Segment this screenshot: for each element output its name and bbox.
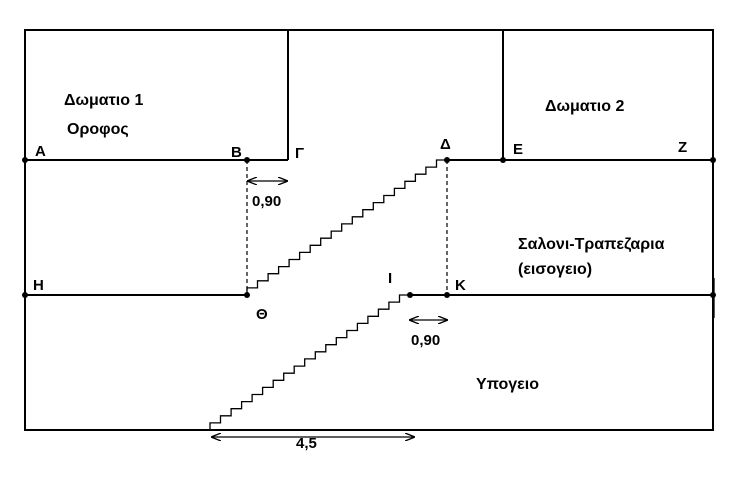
point-label-a: Α bbox=[35, 143, 46, 160]
point-e bbox=[500, 157, 506, 163]
outer-frame bbox=[24, 29, 714, 431]
staircase-upper bbox=[246, 159, 447, 295]
dimension-label-lower: 0,90 bbox=[411, 332, 440, 349]
point-label-e: Ε bbox=[513, 141, 523, 158]
point-right bbox=[710, 292, 716, 298]
room2-label: Δωματιο 2 bbox=[545, 98, 624, 115]
dimension-label-upper: 0,90 bbox=[252, 193, 281, 210]
point-z bbox=[710, 157, 716, 163]
staircase-lower bbox=[209, 294, 410, 430]
point-label-theta: Θ bbox=[256, 306, 268, 323]
living-room-label-line2: (εισογειο) bbox=[518, 261, 592, 278]
point-label-g: Γ bbox=[295, 145, 304, 162]
point-label-h: Η bbox=[33, 277, 44, 294]
basement-label: Υπογειο bbox=[476, 376, 539, 393]
point-b bbox=[244, 157, 250, 163]
point-h bbox=[22, 292, 28, 298]
point-label-z: Ζ bbox=[678, 139, 687, 156]
point-theta bbox=[244, 292, 250, 298]
dimension-label-stair-run: 4,5 bbox=[296, 435, 317, 452]
point-label-d: Δ bbox=[440, 136, 451, 153]
point-i bbox=[407, 292, 413, 298]
point-d bbox=[444, 157, 450, 163]
point-label-b: Β bbox=[231, 144, 242, 161]
point-label-i: Ι bbox=[388, 270, 392, 287]
point-k bbox=[444, 292, 450, 298]
room1-label-line2: Οροφος bbox=[67, 121, 129, 138]
room1-label-line1: Δωματιο 1 bbox=[64, 92, 143, 109]
point-label-k: Κ bbox=[455, 277, 466, 294]
living-room-label-line1: Σαλονι-Τραπεζαρια bbox=[518, 236, 665, 253]
point-a bbox=[22, 157, 28, 163]
